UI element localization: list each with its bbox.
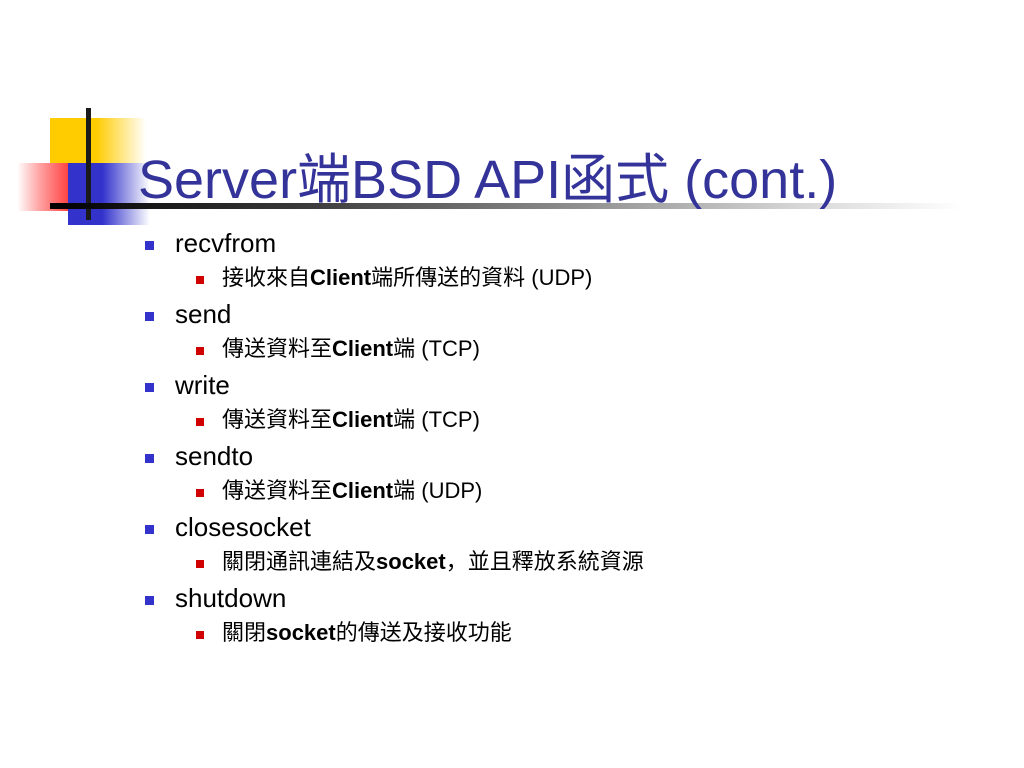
square-bullet-icon (196, 418, 204, 426)
list-item-description: 傳送資料至Client端 (TCP) (222, 335, 480, 363)
list-item-level2: 傳送資料至Client端 (TCP) (0, 335, 1024, 370)
description-prefix: 接收來自 (222, 265, 311, 290)
list-item-level2: 傳送資料至Client端 (UDP) (0, 477, 1024, 512)
bullet-group: sendto 傳送資料至Client端 (UDP) (0, 441, 1024, 512)
square-bullet-icon (196, 347, 204, 355)
list-item-level1: closesocket (0, 512, 1024, 548)
square-bullet-icon (145, 525, 154, 534)
decoration-red-square (17, 163, 79, 211)
decoration-vertical-line (86, 108, 91, 220)
description-suffix: 端 (UDP) (393, 478, 483, 503)
description-prefix: 關閉 (222, 620, 267, 645)
square-bullet-icon (196, 631, 204, 639)
description-keyword: Client (310, 265, 372, 290)
list-item-level2: 關閉通訊連結及socket，並且釋放系統資源 (0, 548, 1024, 583)
square-bullet-icon (145, 596, 154, 605)
list-item-level2: 傳送資料至Client端 (TCP) (0, 406, 1024, 441)
bullet-group: shutdown 關閉socket的傳送及接收功能 (0, 583, 1024, 654)
bullet-group: recvfrom 接收來自Client端所傳送的資料 (UDP) (0, 228, 1024, 299)
list-item-level1: recvfrom (0, 228, 1024, 264)
description-suffix: ，並且釋放系統資源 (445, 549, 644, 574)
square-bullet-icon (196, 560, 204, 568)
list-item-description: 接收來自Client端所傳送的資料 (UDP) (222, 264, 592, 292)
square-bullet-icon (196, 489, 204, 497)
list-item-label: write (175, 370, 230, 400)
description-prefix: 關閉通訊連結及 (222, 549, 377, 574)
list-item-label: recvfrom (175, 228, 277, 258)
slide-title: Server端BSD API函式 (cont.) (138, 150, 838, 211)
description-suffix: 端所傳送的資料 (UDP) (371, 265, 593, 290)
list-item-label: send (175, 299, 232, 329)
description-keyword: Client (332, 478, 394, 503)
square-bullet-icon (145, 241, 154, 250)
description-keyword: socket (266, 620, 336, 645)
list-item-level1: shutdown (0, 583, 1024, 619)
description-suffix: 的傳送及接收功能 (335, 620, 512, 645)
bullet-group: send 傳送資料至Client端 (TCP) (0, 299, 1024, 370)
description-keyword: Client (332, 407, 394, 432)
square-bullet-icon (145, 454, 154, 463)
list-item-level2: 關閉socket的傳送及接收功能 (0, 619, 1024, 654)
list-item-description: 傳送資料至Client端 (UDP) (222, 477, 482, 505)
list-item-label: sendto (175, 441, 254, 471)
list-item-label: closesocket (175, 512, 311, 542)
bullet-group: closesocket 關閉通訊連結及socket，並且釋放系統資源 (0, 512, 1024, 583)
description-keyword: Client (332, 336, 394, 361)
list-item-level1: sendto (0, 441, 1024, 477)
square-bullet-icon (145, 383, 154, 392)
description-suffix: 端 (TCP) (393, 336, 480, 361)
list-item-level1: write (0, 370, 1024, 406)
list-item-description: 傳送資料至Client端 (TCP) (222, 406, 480, 434)
square-bullet-icon (196, 276, 204, 284)
list-item-label: shutdown (175, 583, 287, 613)
decoration-yellow-square (50, 118, 146, 164)
list-item-level1: send (0, 299, 1024, 335)
description-prefix: 傳送資料至 (222, 478, 333, 503)
description-prefix: 傳送資料至 (222, 407, 333, 432)
bullet-group: write 傳送資料至Client端 (TCP) (0, 370, 1024, 441)
description-keyword: socket (376, 549, 446, 574)
list-item-description: 關閉通訊連結及socket，並且釋放系統資源 (222, 548, 644, 576)
description-suffix: 端 (TCP) (393, 407, 480, 432)
list-item-level2: 接收來自Client端所傳送的資料 (UDP) (0, 264, 1024, 299)
list-item-description: 關閉socket的傳送及接收功能 (222, 619, 512, 647)
description-prefix: 傳送資料至 (222, 336, 333, 361)
square-bullet-icon (145, 312, 154, 321)
